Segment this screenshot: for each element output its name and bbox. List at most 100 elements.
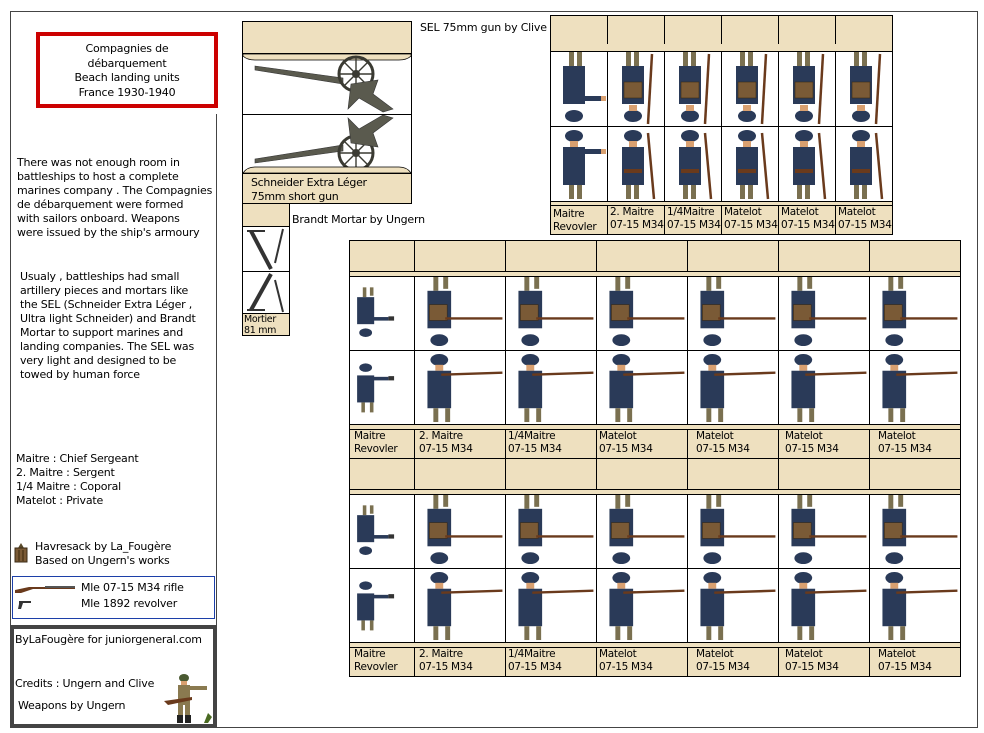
figure-2maitre-back — [414, 494, 506, 569]
gun-label: Schneider Extra Léger 75mm short gun — [242, 173, 412, 204]
mortar-credit-caption: Brandt Mortar by Ungern — [292, 213, 425, 226]
sel-gun-counter: Schneider Extra Léger 75mm short gun — [242, 21, 412, 204]
figure-maitre-back — [349, 494, 415, 569]
mortar-top-band — [242, 203, 290, 227]
sheet-header-cell — [550, 15, 608, 45]
page-frame — [10, 11, 978, 728]
figure-matelot-front — [778, 568, 870, 643]
unit-label: Matelot 07-15 M34 — [835, 205, 893, 235]
unit-label: Matelot 07-15 M34 — [596, 647, 688, 677]
figure-matelot-back — [596, 494, 688, 569]
unit-label: Matelot 07-15 M34 — [778, 205, 836, 235]
figure-matelot-back — [721, 51, 779, 127]
mortar-bottom-view — [242, 271, 290, 314]
unit-label: Matelot 07-15 M34 — [596, 429, 688, 459]
sheet-strip — [550, 201, 893, 207]
figure-quartermaitre-front — [505, 350, 597, 425]
weapons-legend-box: Mle 07-15 M34 rifle Mle 1892 revolver — [12, 576, 215, 619]
unit-label: Maitre Revovler — [349, 647, 415, 677]
figure-quartermaitre-back — [505, 276, 597, 351]
figure-matelot-front — [869, 568, 961, 643]
revolver-icon — [16, 600, 32, 610]
firing-sheet-1: Maitre Revovler 2. Maitre 07-15 M34 1/4M… — [349, 240, 961, 459]
sheet-header-cell — [687, 458, 779, 490]
sheet-header-cell — [687, 240, 779, 272]
figure-matelot-back — [869, 276, 961, 351]
mortar-label: Mortier 81 mm — [242, 313, 290, 336]
gun-credit-caption: SEL 75mm gun by Clive — [420, 21, 547, 34]
figure-2maitre-back — [414, 276, 506, 351]
gun-bottom-view — [242, 114, 412, 174]
figure-maitre-front — [349, 350, 415, 425]
sheet-header-cell — [414, 458, 506, 490]
figure-maitre-back — [550, 51, 608, 127]
figure-maitre-front — [349, 568, 415, 643]
figure-matelot-front — [778, 126, 836, 202]
title-box: Compagnies de débarquement Beach landing… — [36, 32, 218, 108]
figure-quartermaitre-front — [505, 568, 597, 643]
unit-label: Matelot 07-15 M34 — [778, 647, 870, 677]
figure-matelot-front — [596, 568, 688, 643]
sheet-header-cell — [721, 15, 779, 45]
left-column-divider — [216, 114, 217, 654]
sheet-header-cell — [835, 15, 893, 45]
unit-label: 1/4Maitre 07-15 M34 — [505, 647, 597, 677]
credits-line: Credits : Ungern and Clive — [15, 677, 155, 690]
unit-label: 2. Maitre 07-15 M34 — [414, 647, 506, 677]
sheet-header-cell — [778, 458, 870, 490]
standing-sheet: Maitre Revovler 2. Maitre 07-15 M34 1/4M… — [550, 15, 893, 235]
figure-matelot-back — [778, 276, 870, 351]
ranks-legend: Maitre : Chief Sergeant 2. Maitre : Serg… — [16, 452, 139, 507]
figure-2maitre-front — [414, 350, 506, 425]
unit-label: Matelot 07-15 M34 — [869, 647, 961, 677]
figure-matelot-front — [778, 350, 870, 425]
havresack-credit-line1: Havresack by La_Fougère — [35, 540, 172, 553]
credits-box: ByLaFougère for juniorgeneral.com Credit… — [10, 625, 217, 728]
title-line: France 1930-1940 — [78, 85, 176, 99]
soldier-figure-icon — [162, 673, 214, 725]
mortar-top-view — [242, 226, 290, 272]
figure-2maitre-front — [414, 568, 506, 643]
sheet-header-cell — [505, 240, 597, 272]
figure-matelot-front — [835, 126, 893, 202]
figure-quartermaitre-back — [505, 494, 597, 569]
unit-label: 1/4Maitre 07-15 M34 — [664, 205, 722, 235]
sheet-header-cell — [778, 15, 836, 45]
sheet-header-cell — [664, 15, 722, 45]
figure-maitre-back — [349, 276, 415, 351]
sheet-header-cell — [414, 240, 506, 272]
unit-label: 2. Maitre 07-15 M34 — [607, 205, 665, 235]
havresack-icon — [13, 541, 29, 565]
unit-label: 2. Maitre 07-15 M34 — [414, 429, 506, 459]
sheet-header-cell — [349, 240, 415, 272]
firing-sheet-2: Maitre Revovler 2. Maitre 07-15 M34 1/4M… — [349, 458, 961, 677]
sheet-header-cell — [596, 458, 688, 490]
unit-label: Matelot 07-15 M34 — [687, 647, 779, 677]
sheet-header-cell — [869, 458, 961, 490]
revolver-label: Mle 1892 revolver — [81, 597, 178, 610]
sheet-header-cell — [349, 458, 415, 490]
title-line: débarquement — [87, 56, 167, 70]
unit-label: Maitre Revovler — [349, 429, 415, 459]
weapons-credit: Weapons by Ungern — [18, 699, 126, 712]
sheet-header-cell — [596, 240, 688, 272]
unit-label: Matelot 07-15 M34 — [721, 205, 779, 235]
figure-matelot-back — [687, 276, 779, 351]
unit-label: 1/4Maitre 07-15 M34 — [505, 429, 597, 459]
figure-matelot-front — [596, 350, 688, 425]
figure-2maitre-front — [607, 126, 665, 202]
sheet-header-cell — [505, 458, 597, 490]
sheet-header-cell — [607, 15, 665, 45]
rifle-icon — [15, 584, 77, 594]
rifle-label: Mle 07-15 M34 rifle — [81, 581, 184, 594]
intro-paragraph: There was not enough room in battleships… — [17, 156, 213, 239]
title-line: Compagnies de — [85, 42, 169, 55]
author-credit: ByLaFougère for juniorgeneral.com — [15, 633, 202, 646]
figure-matelot-back — [687, 494, 779, 569]
figure-matelot-front — [721, 126, 779, 202]
figure-matelot-back — [835, 51, 893, 127]
havresack-credit-line2: Based on Ungern's works — [35, 554, 170, 567]
figure-maitre-front — [550, 126, 608, 202]
figure-matelot-front — [869, 350, 961, 425]
figure-2maitre-back — [607, 51, 665, 127]
